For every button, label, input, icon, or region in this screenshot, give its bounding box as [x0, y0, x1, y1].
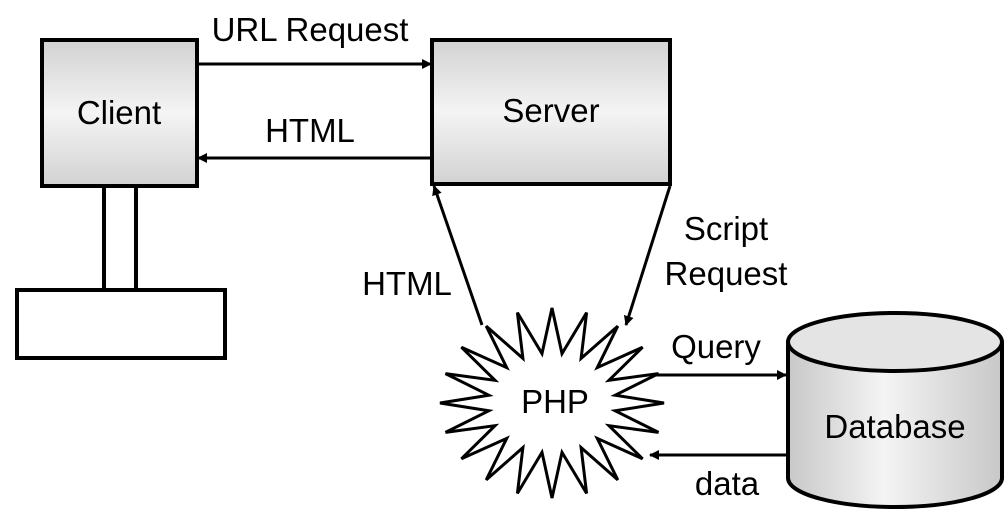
html-to-server-edge: HTML — [362, 185, 484, 326]
script-request-label-line1: Script — [684, 210, 768, 247]
script-request-arrow — [623, 185, 672, 326]
database-label: Database — [824, 408, 965, 445]
html-to-client-edge: HTML — [197, 112, 432, 163]
script-request-edge: Script Request — [623, 185, 788, 326]
script-request-label-line2: Request — [665, 255, 788, 292]
url-request-edge: URL Request — [197, 11, 432, 69]
html-to-server-label: HTML — [362, 265, 452, 302]
server-label: Server — [502, 92, 599, 129]
database-cylinder-top — [786, 311, 1004, 373]
query-label: Query — [671, 328, 761, 365]
client-label: Client — [77, 94, 161, 131]
query-edge: Query — [650, 328, 787, 380]
server-node: Server — [430, 38, 672, 186]
server-box — [430, 38, 672, 186]
data-edge: data — [649, 450, 786, 502]
client-computer: Client — [15, 38, 227, 360]
php-node: PHP — [439, 307, 665, 499]
client-box — [40, 38, 199, 188]
client-base — [15, 288, 227, 360]
database-cylinder-body — [786, 342, 1004, 509]
php-label: PHP — [521, 383, 589, 420]
html-to-client-label: HTML — [265, 112, 355, 149]
html-to-server-arrow — [432, 185, 484, 326]
database-node: Database — [786, 311, 1004, 509]
data-label: data — [695, 465, 760, 502]
url-request-label: URL Request — [212, 11, 409, 48]
php-starburst — [439, 307, 665, 499]
